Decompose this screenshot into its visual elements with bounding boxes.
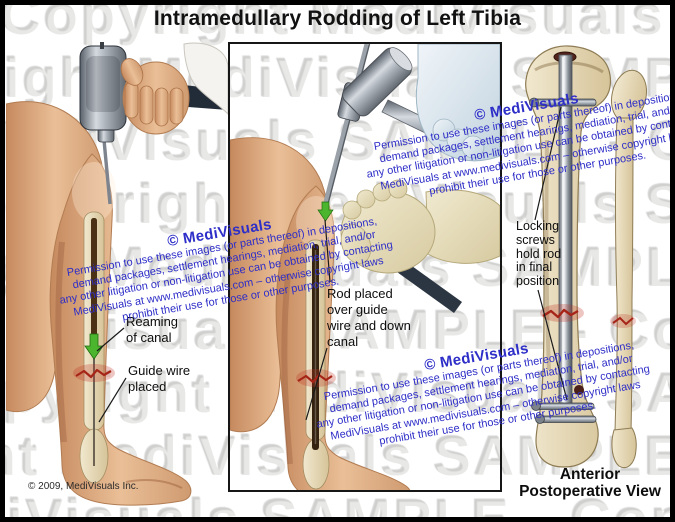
leader-reaming xyxy=(96,327,125,352)
page-title: Intramedullary Rodding of Left Tibia xyxy=(153,7,522,30)
leader-guidewire xyxy=(98,377,127,423)
background-watermark-row: Copyright MediVisuals SAMPLE - Copyright… xyxy=(0,0,675,46)
targeting-handle xyxy=(390,256,462,313)
down-arrow-icon xyxy=(84,333,104,360)
middle-panel xyxy=(228,42,502,492)
down-arrow-icon xyxy=(317,201,334,222)
footer-copyright: © 2009, MediVisuals Inc. xyxy=(28,481,139,492)
fracture-line xyxy=(75,368,112,379)
left-panel-illustration-reaming xyxy=(6,42,228,506)
leader-locking-up xyxy=(534,106,562,221)
middle-panel-illustration-rodding xyxy=(230,44,500,490)
leader-rod-up xyxy=(324,219,331,283)
surgeon-hand xyxy=(120,58,190,135)
label-guide-wire-placed: Guide wire placed xyxy=(128,363,191,394)
tibia-fracture xyxy=(542,308,579,319)
intramedullary-rod xyxy=(558,54,573,406)
caption-anterior-postoperative-view: Anterior Postoperative View xyxy=(519,466,661,500)
right-panel-illustration-postop xyxy=(525,45,647,469)
gloved-hand-grip xyxy=(340,179,500,274)
mallet xyxy=(342,47,413,117)
label-locking-screws: Locking screws hold rod in final positio… xyxy=(516,219,562,289)
gloved-hand-mallet xyxy=(415,44,500,162)
locking-screws-distal xyxy=(531,385,597,424)
locking-screw-proximal xyxy=(529,97,597,108)
drill-bit xyxy=(102,139,112,205)
fibula xyxy=(611,69,647,469)
sleeve xyxy=(183,42,228,115)
label-reaming-of-canal: Reaming of canal xyxy=(126,314,179,345)
left-panel xyxy=(6,42,228,512)
label-rod-placed: Rod placed over guide wire and down cana… xyxy=(327,286,411,349)
reamed-canal xyxy=(91,218,97,346)
right-panel xyxy=(505,40,675,470)
rod-in-canal xyxy=(312,244,319,450)
leader-locking-down xyxy=(537,289,568,401)
fracture-line xyxy=(297,373,333,384)
leader-rod-down xyxy=(305,347,328,421)
fibula-fracture xyxy=(612,316,634,326)
rod-inserter xyxy=(323,44,370,203)
